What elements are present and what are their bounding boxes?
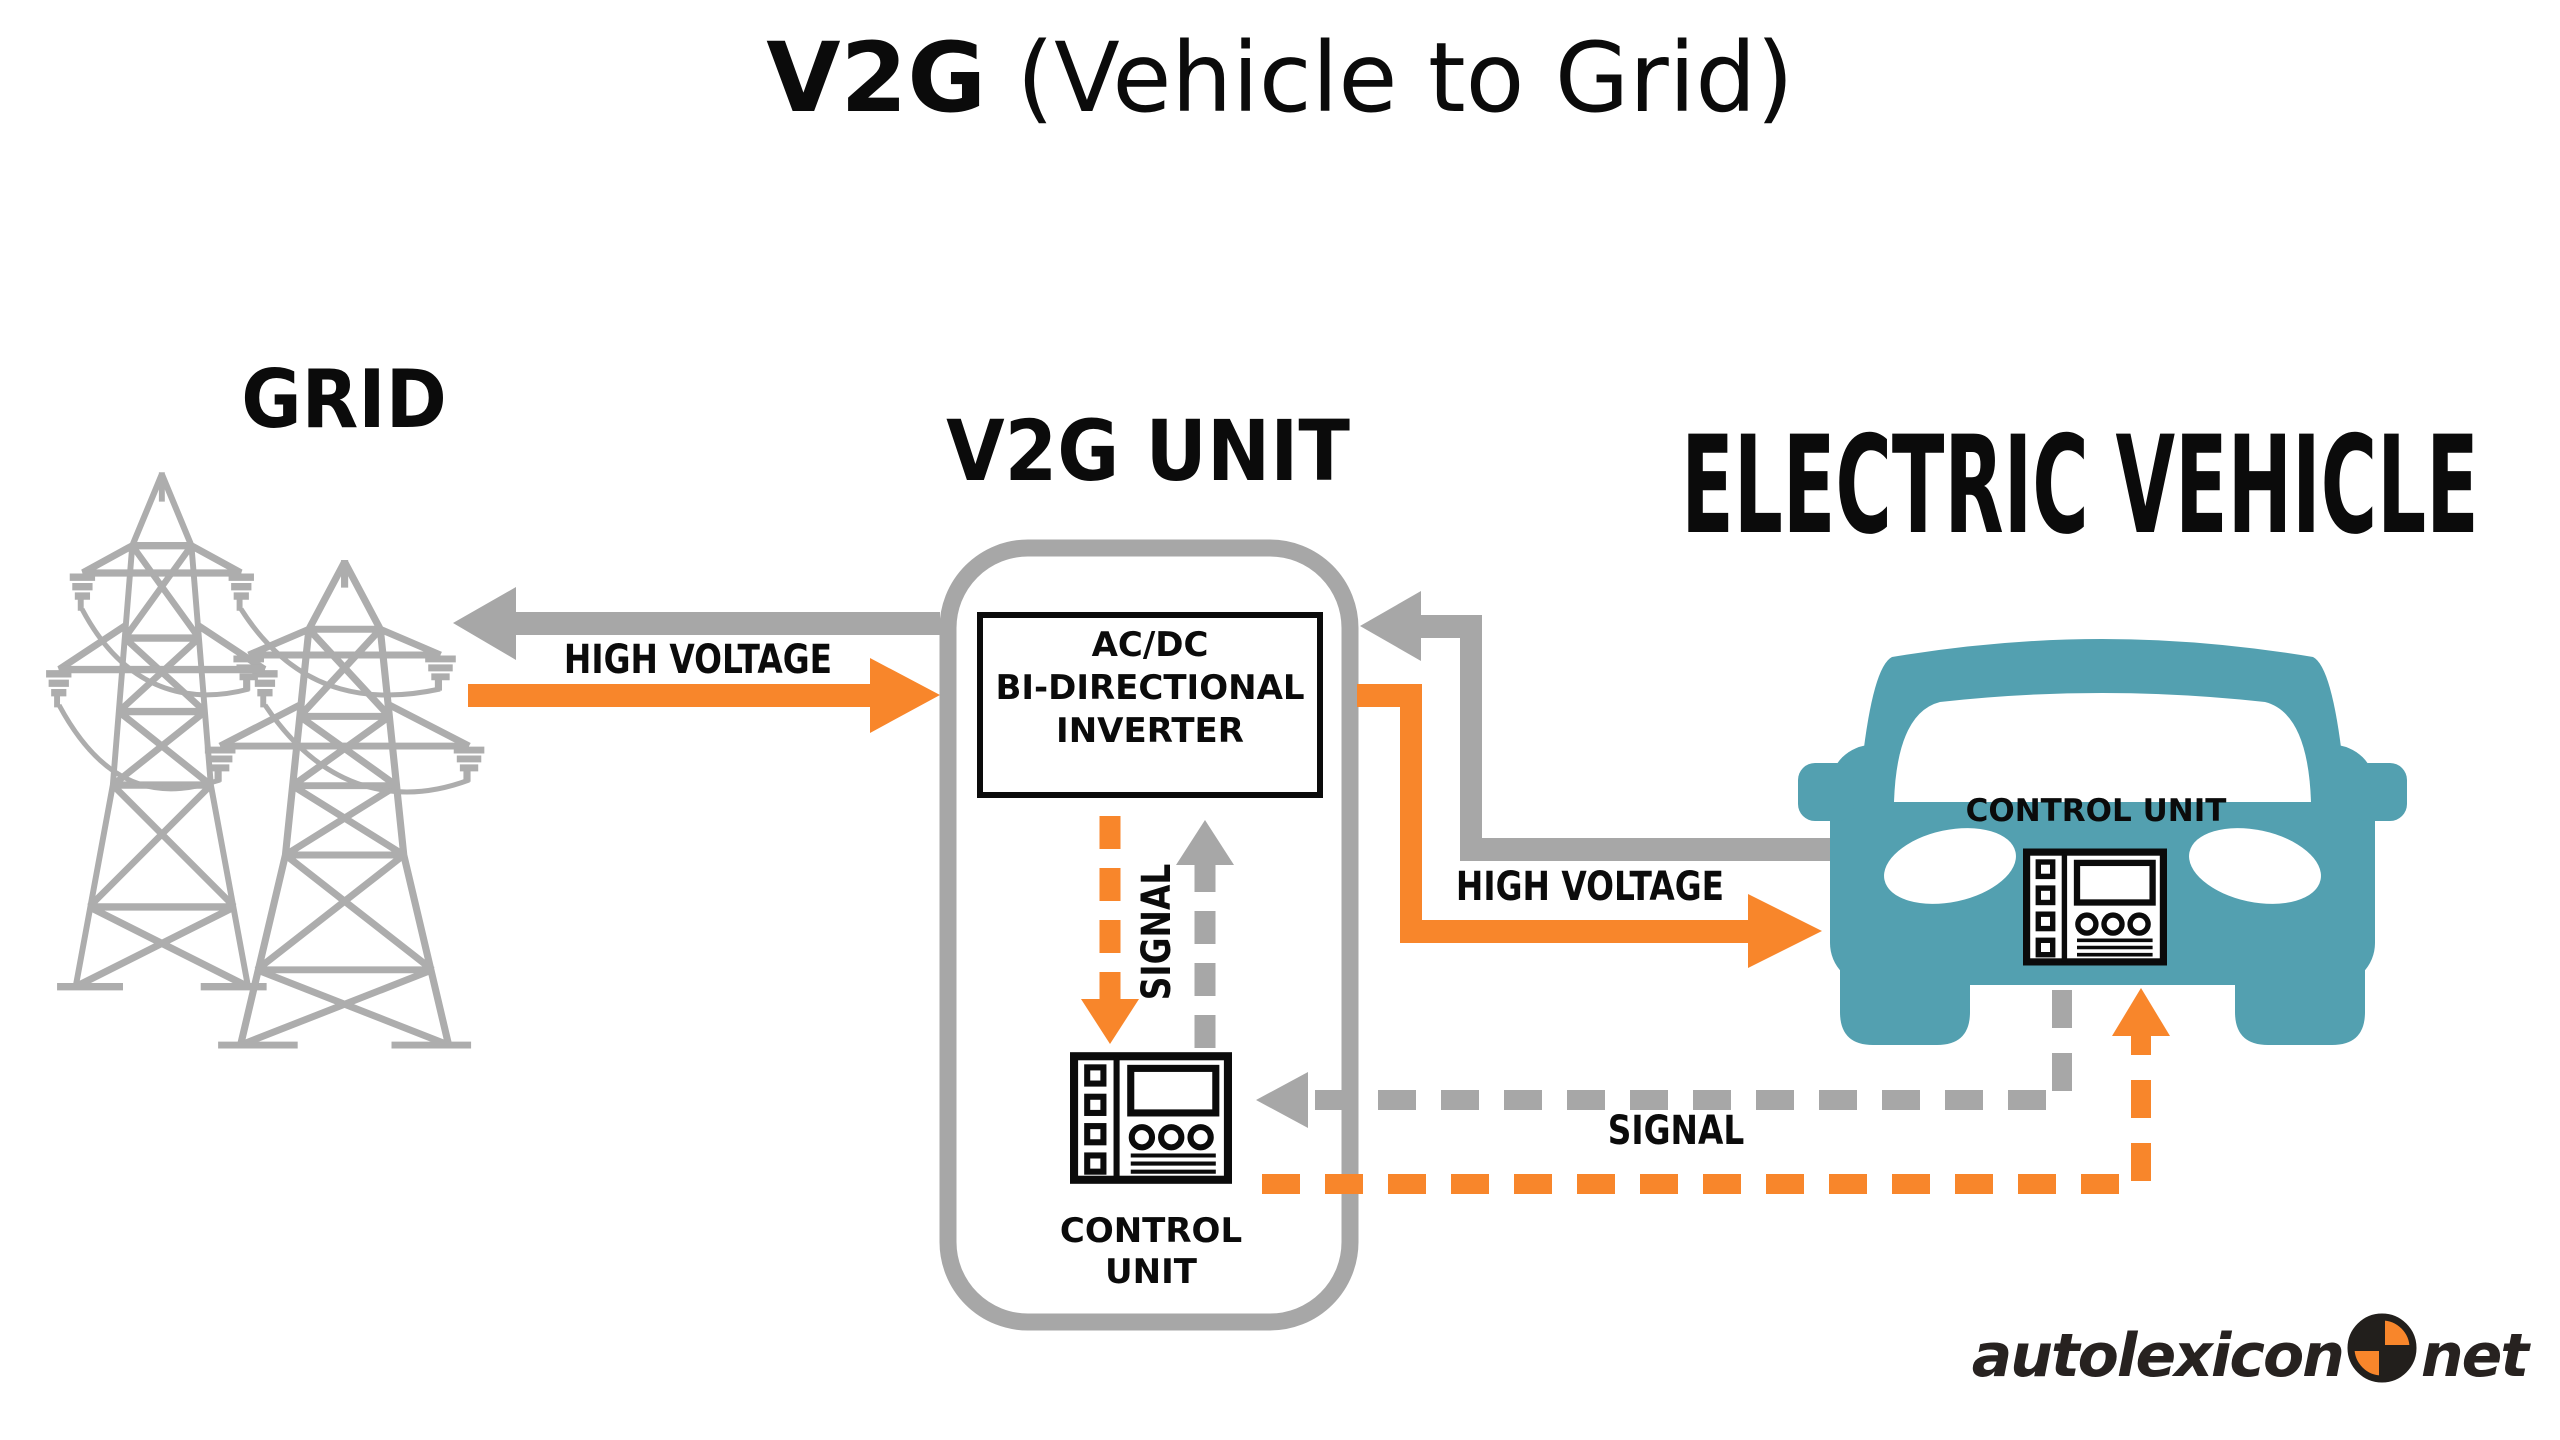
title-product: V2G: [766, 22, 987, 134]
grid-heading: GRID: [241, 353, 447, 446]
inverter-box: [977, 612, 1323, 798]
inverter-label-line3: INVERTER: [1056, 711, 1244, 751]
v2g-control-unit-label: CONTROL UNIT: [1060, 1211, 1242, 1293]
arrow-high-voltage-to-v2g: [468, 658, 940, 733]
signal-label-internal: SIGNAL: [1134, 863, 1180, 1001]
v2g-unit-heading: V2G UNIT: [946, 402, 1350, 500]
autolexicon-logo: autolexicon net: [1971, 1312, 2529, 1399]
arrow-high-voltage-from-vehicle: [1360, 591, 1838, 861]
arrow-signal-vehicle-to-v2g: [1256, 990, 2072, 1128]
control-unit-icon: [1074, 1056, 1228, 1180]
v2g-control-unit-line2: UNIT: [1105, 1252, 1197, 1292]
arrow-signal-v2g-to-vehicle: [1262, 988, 2170, 1194]
transmission-tower-icon: [46, 472, 484, 1045]
crosshair-target-icon: [2346, 1312, 2418, 1399]
high-voltage-label-vehicle: HIGH VOLTAGE: [1455, 864, 1725, 910]
arrow-signal-control-to-inverter: [1176, 820, 1234, 1048]
logo-tld: net: [2420, 1320, 2529, 1391]
car-front-icon: [1798, 639, 2407, 1045]
title-subtitle: (Vehicle to Grid): [986, 22, 1794, 134]
arrow-high-voltage-to-grid: [453, 587, 940, 660]
arrow-high-voltage-to-vehicle: [1357, 684, 1822, 968]
inverter-label-line1: AC/DC: [1091, 625, 1209, 665]
control-unit-icon: [2027, 852, 2164, 962]
signal-label-external: SIGNAL: [1607, 1108, 1745, 1154]
logo-name: autolexicon: [1971, 1320, 2345, 1391]
high-voltage-label-grid: HIGH VOLTAGE: [563, 637, 833, 683]
arrow-signal-inverter-to-control: [1081, 816, 1139, 1044]
inverter-label: AC/DC BI-DIRECTIONAL INVERTER: [980, 624, 1320, 753]
electric-vehicle-heading: ELECTRIC VEHICLE: [1681, 407, 2479, 564]
page-title: V2G (Vehicle to Grid): [766, 30, 1794, 126]
vehicle-control-unit-label: CONTROL UNIT: [1965, 793, 2227, 829]
inverter-label-line2: BI-DIRECTIONAL: [995, 668, 1305, 708]
v2g-unit-box: [939, 539, 1359, 1331]
v2g-control-unit-line1: CONTROL: [1059, 1211, 1243, 1251]
